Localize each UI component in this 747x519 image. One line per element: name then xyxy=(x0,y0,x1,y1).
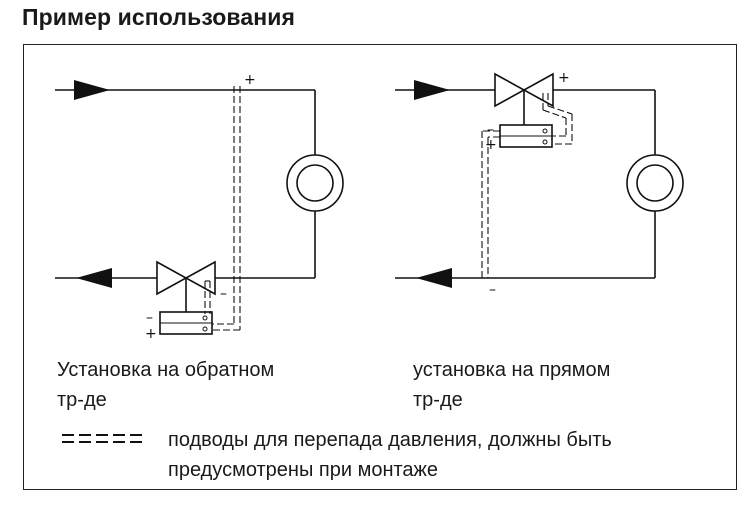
left-impulse-lines xyxy=(204,86,241,331)
right-return-arrow xyxy=(416,268,452,288)
right-port-bottom xyxy=(542,139,548,145)
left-supply-arrow xyxy=(74,80,110,100)
legend-text: подводы для перепада давления, должны бы… xyxy=(168,429,612,481)
page-title: Пример использования xyxy=(22,4,296,30)
right-port-top xyxy=(542,128,548,134)
left-consumer-outer xyxy=(286,154,344,212)
right-caption: установка на прямом тр-де xyxy=(413,359,611,411)
left-box-minus-sign: – xyxy=(146,310,153,326)
left-pipe-plus-sign: + xyxy=(244,72,256,88)
right-supply-arrow xyxy=(414,80,450,100)
left-diagram xyxy=(55,80,344,335)
legend-dashed-symbol xyxy=(62,434,142,443)
right-consumer-inner xyxy=(636,164,674,202)
right-valve-right-cone xyxy=(522,72,554,108)
right-box-minus-sign: – xyxy=(487,122,494,138)
left-valve-minus-sign: – xyxy=(220,286,227,302)
right-diagram xyxy=(395,72,684,288)
right-valve-plus-sign: + xyxy=(558,70,570,86)
left-consumer-inner xyxy=(296,164,334,202)
left-valve-left-cone xyxy=(156,260,188,296)
left-caption: Установка на обратном тр-де xyxy=(57,359,275,411)
right-pipe-minus-sign: – xyxy=(489,282,496,298)
diagram-frame xyxy=(23,44,737,490)
left-valve-right-cone xyxy=(184,260,216,296)
left-port-top xyxy=(202,315,208,321)
right-consumer-outer xyxy=(626,154,684,212)
left-return-arrow xyxy=(76,268,112,288)
left-port-bottom xyxy=(202,326,208,332)
right-valve-left-cone xyxy=(494,72,526,108)
right-impulse-lines xyxy=(481,93,573,278)
left-box-plus-sign: + xyxy=(145,326,157,342)
right-box-plus-sign: + xyxy=(485,137,497,153)
